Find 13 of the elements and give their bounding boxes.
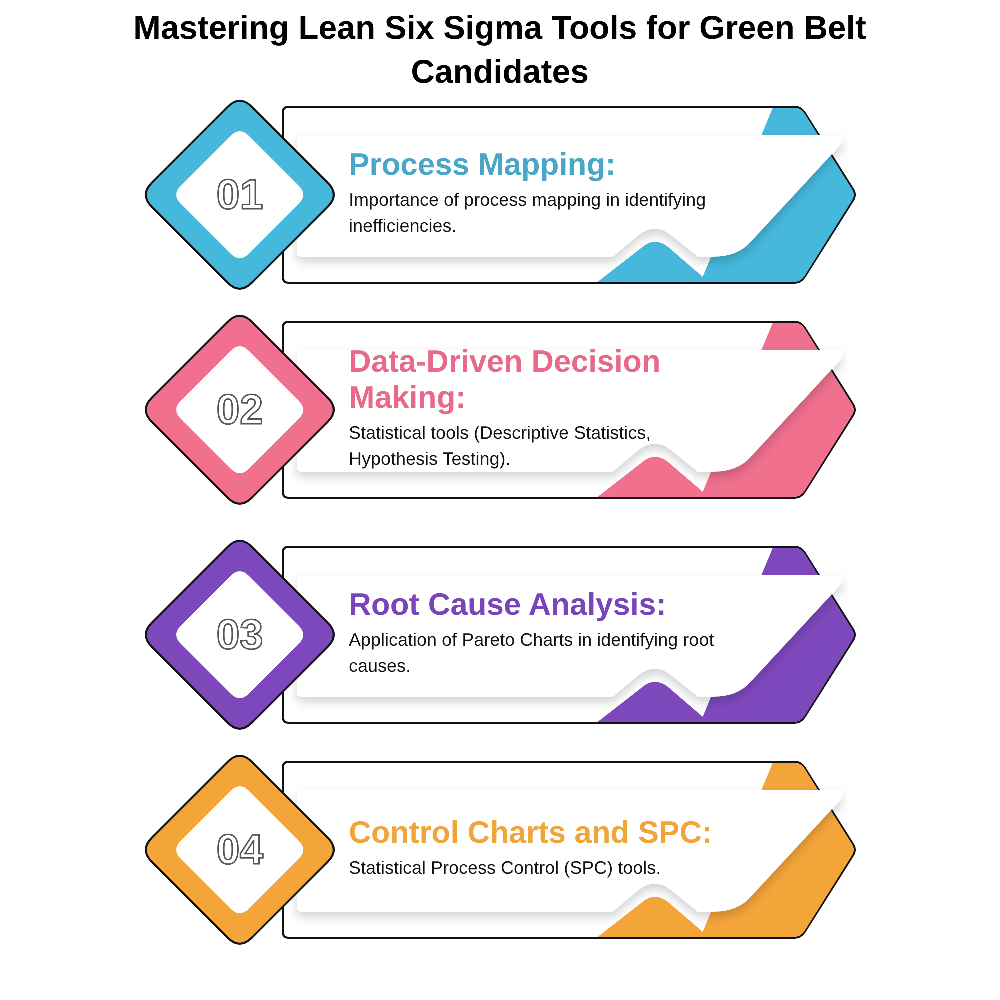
card-description: Application of Pareto Charts in identifying root causes. xyxy=(349,629,716,678)
card-heading: Process Mapping: xyxy=(349,147,617,183)
step-number: 03 xyxy=(216,611,264,659)
card-heading: Data-Driven Decision Making: xyxy=(349,344,662,416)
card-description: Statistical Process Control (SPC) tools. xyxy=(349,857,662,880)
card-heading: Root Cause Analysis: xyxy=(349,587,668,623)
step-number: 01 xyxy=(216,171,264,219)
step-number: 04 xyxy=(216,826,264,874)
title: Mastering Lean Six Sigma Tools for Green Belt Candidates xyxy=(132,8,868,92)
card-heading: Control Charts and SPC: xyxy=(349,815,714,851)
step-number: 02 xyxy=(216,386,264,434)
card-description: Importance of process mapping in identifying inefficiencies. xyxy=(349,189,708,238)
card-description: Statistical tools (Descriptive Statistics, Hypothesis Testing). xyxy=(349,422,652,471)
